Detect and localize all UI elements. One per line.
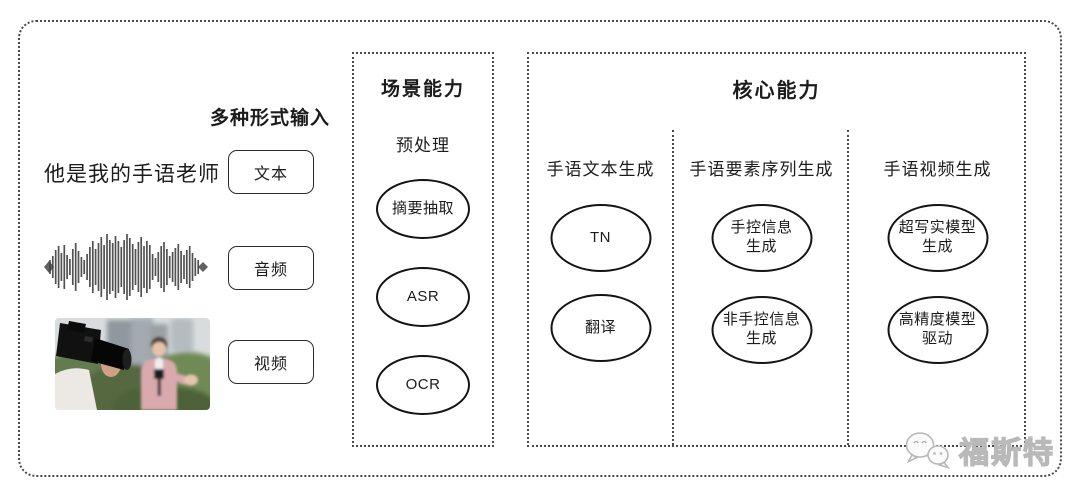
node-asr: ASR	[376, 267, 470, 327]
scene-capability-box: 场景能力 预处理 摘要抽取 ASR OCR	[352, 52, 494, 447]
watermark: 福斯特	[903, 428, 1055, 472]
core-box-title: 核心能力	[732, 80, 821, 102]
node-ocr: OCR	[376, 355, 470, 415]
core-capability-box: 核心能力 手语文本生成 TN 翻译 手语要素序列生成 手控信息 生成 非手控信息…	[527, 52, 1026, 447]
audio-waveform-icon	[44, 234, 208, 300]
scene-box-title: 场景能力	[380, 79, 465, 100]
node-summary-extraction: 摘要抽取	[376, 179, 470, 239]
node-hyperrealistic-model-generation: 超写实模型 生成	[887, 204, 988, 272]
node-manual-info-generation: 手控信息 生成	[711, 204, 812, 272]
node-high-precision-model-driving: 高精度模型 驱动	[887, 296, 988, 364]
node-tn: TN	[550, 204, 651, 272]
input-type-text-box: 文本	[228, 150, 314, 194]
outer-dotted-frame	[18, 20, 1062, 477]
preprocess-label: 预处理	[396, 136, 450, 155]
wechat-chat-bubbles-icon	[905, 432, 951, 469]
column-sign-video-generation: 手语视频生成 超写实模型 生成 高精度模型 驱动	[847, 130, 1026, 445]
sample-text-sentence: 他是我的手语老师	[44, 163, 220, 186]
input-type-audio-box: 音频	[228, 246, 314, 290]
input-type-video-box: 视频	[228, 340, 314, 384]
column-header: 手语视频生成	[883, 160, 992, 179]
interview-video-thumbnail	[55, 318, 210, 410]
column-sign-element-sequence-generation: 手语要素序列生成 手控信息 生成 非手控信息 生成	[672, 130, 849, 445]
column-header: 手语要素序列生成	[689, 160, 834, 179]
watermark-text: 福斯特	[958, 436, 1055, 470]
column-sign-text-generation: 手语文本生成 TN 翻译	[529, 54, 672, 445]
node-translation: 翻译	[550, 294, 651, 362]
column-header: 手语文本生成	[546, 160, 655, 179]
node-non-manual-info-generation: 非手控信息 生成	[711, 296, 812, 364]
input-section-title: 多种形式输入	[209, 108, 330, 129]
